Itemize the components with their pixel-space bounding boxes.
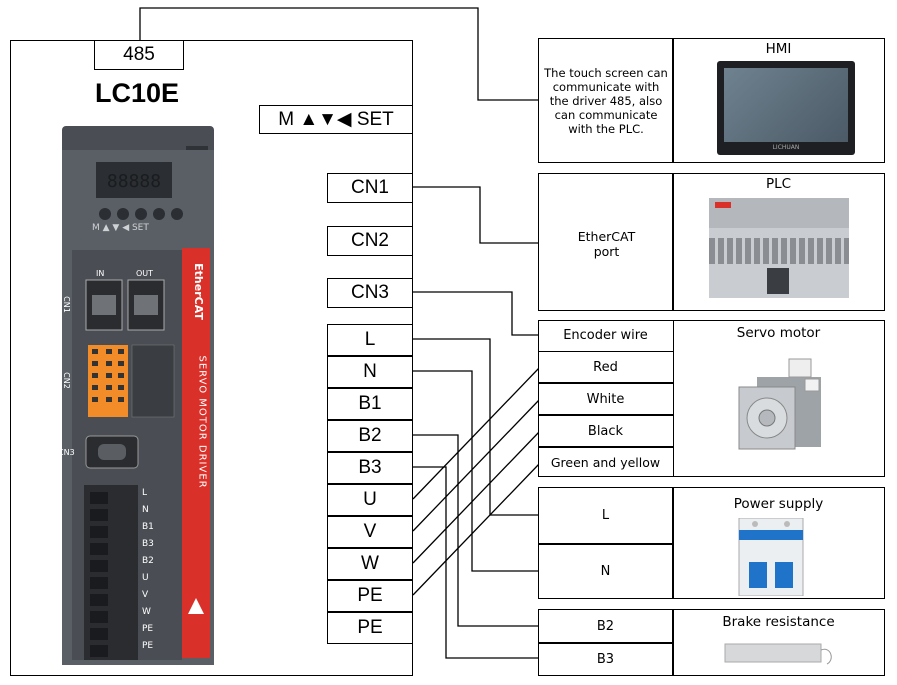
brake-resistance-block: B2 B3 Brake resistance: [538, 609, 885, 676]
hmi-screen-brand: LICHUAN: [772, 144, 800, 151]
model-name: LC10E: [95, 78, 180, 108]
device-terminal-b1: B1: [142, 522, 154, 532]
brake-terminal-b3: B3: [596, 651, 615, 667]
brake-resistor-image: [719, 638, 839, 668]
servo-motor-image: [729, 357, 829, 467]
device-terminal-b3: B3: [142, 539, 154, 549]
wire-cn1-plc: [413, 186, 540, 244]
device-keys-label: M ▲ ▼ ◀ SET: [92, 223, 149, 233]
plc-top-panel: [709, 198, 849, 228]
hmi-screen-image: LICHUAN: [717, 61, 855, 155]
servo-motor-title: Servo motor: [736, 325, 821, 341]
terminal-w: W: [327, 548, 413, 580]
wire-w-black: [412, 430, 541, 564]
brake-resistance-title: Brake resistance: [722, 614, 835, 630]
motor-wire-black: Black: [537, 415, 674, 447]
brake-resistor-illustration: [724, 643, 832, 665]
terminal-pe-1: PE: [327, 580, 413, 612]
hmi-screen-display: [724, 68, 848, 142]
breaker-illustration: [738, 517, 804, 597]
power-terminal-l: L: [601, 508, 610, 523]
wire-cn3-encoder: [413, 291, 540, 336]
plc-description: EtherCAT port: [577, 229, 636, 259]
device-side-cn3: CN3: [58, 448, 75, 457]
motor-wire-red: Red: [537, 351, 674, 383]
power-supply-title: Power supply: [733, 496, 824, 512]
hmi-divider: [672, 39, 674, 162]
device-terminal-b2: B2: [142, 556, 154, 566]
terminal-pe-2: PE: [327, 612, 413, 644]
plc-image: [709, 198, 849, 298]
terminal-b2: B2: [327, 420, 413, 452]
keypad-label: M ▲▼◀ SET: [259, 105, 413, 134]
device-terminal-v: V: [142, 590, 149, 600]
hmi-block: The touch screen can communicate with th…: [538, 38, 885, 163]
terminal-b1: B1: [327, 388, 413, 420]
device-port-out: OUT: [136, 269, 154, 278]
power-terminal-n: N: [600, 564, 611, 579]
servo-driver-illustration: 88888: [62, 126, 214, 665]
port-485-label: 485: [94, 40, 184, 70]
hmi-title: HMI: [765, 41, 792, 57]
power-row-divider: [539, 543, 673, 545]
wire-pe-green-yellow: [412, 462, 541, 596]
device-terminal-l: L: [142, 488, 148, 498]
terminal-b3: B3: [327, 452, 413, 484]
servo-driver-image: 88888: [58, 120, 222, 665]
plc-divider: [672, 174, 674, 310]
device-vertical-text: SERVO MOTOR DRIVER: [196, 355, 208, 489]
wire-v-white: [412, 398, 541, 532]
terminal-v: V: [327, 516, 413, 548]
plc-center-slot: [767, 268, 789, 294]
device-terminal-u: U: [142, 573, 149, 583]
power-supply-block: L N Power supply: [538, 487, 885, 599]
servo-motor-block: Encoder wire Red White Black Green and y…: [537, 319, 885, 477]
connector-cn3: CN3: [327, 278, 413, 308]
motor-wire-white: White: [537, 383, 674, 415]
brake-row-divider: [539, 642, 673, 644]
device-terminal-pe-1: PE: [142, 624, 154, 634]
connector-cn2: CN2: [327, 226, 413, 256]
device-side-cn1: CN1: [61, 296, 71, 313]
plc-block: EtherCAT port PLC: [538, 173, 885, 311]
hmi-description: The touch screen can communicate with th…: [544, 66, 668, 136]
motor-wire-encoder: Encoder wire: [537, 319, 674, 352]
wire-l-power: [413, 338, 540, 516]
device-terminal-pe-2: PE: [142, 641, 154, 651]
breaker-image: [735, 517, 807, 597]
device-terminal-w: W: [142, 607, 151, 617]
motor-wire-green-yellow: Green and yellow: [537, 447, 674, 477]
connector-cn1: CN1: [327, 173, 413, 203]
terminal-u: U: [327, 484, 413, 516]
wire-u-red: [412, 366, 541, 500]
servo-motor-illustration: [738, 358, 821, 450]
device-terminal-n: N: [142, 505, 149, 515]
wire-485-hmi: [139, 7, 540, 101]
wire-n-power: [413, 370, 540, 572]
plc-red-tag: [715, 202, 731, 208]
brake-terminal-b2: B2: [596, 618, 615, 634]
plc-title: PLC: [765, 176, 792, 192]
device-side-cn2: CN2: [61, 372, 71, 389]
device-terminal-labels: L N B1 B3 B2 U V W PE PE: [142, 488, 166, 658]
terminal-n: N: [327, 356, 413, 388]
wire-b3-brake: [413, 466, 540, 659]
device-port-in: IN: [96, 269, 105, 278]
svg-text:88888: 88888: [107, 171, 161, 192]
wire-b2-brake: [413, 434, 540, 627]
device-brand-ethercat: EtherCAT: [191, 263, 205, 320]
terminal-l: L: [327, 324, 413, 356]
plc-io-strip: [709, 238, 849, 264]
